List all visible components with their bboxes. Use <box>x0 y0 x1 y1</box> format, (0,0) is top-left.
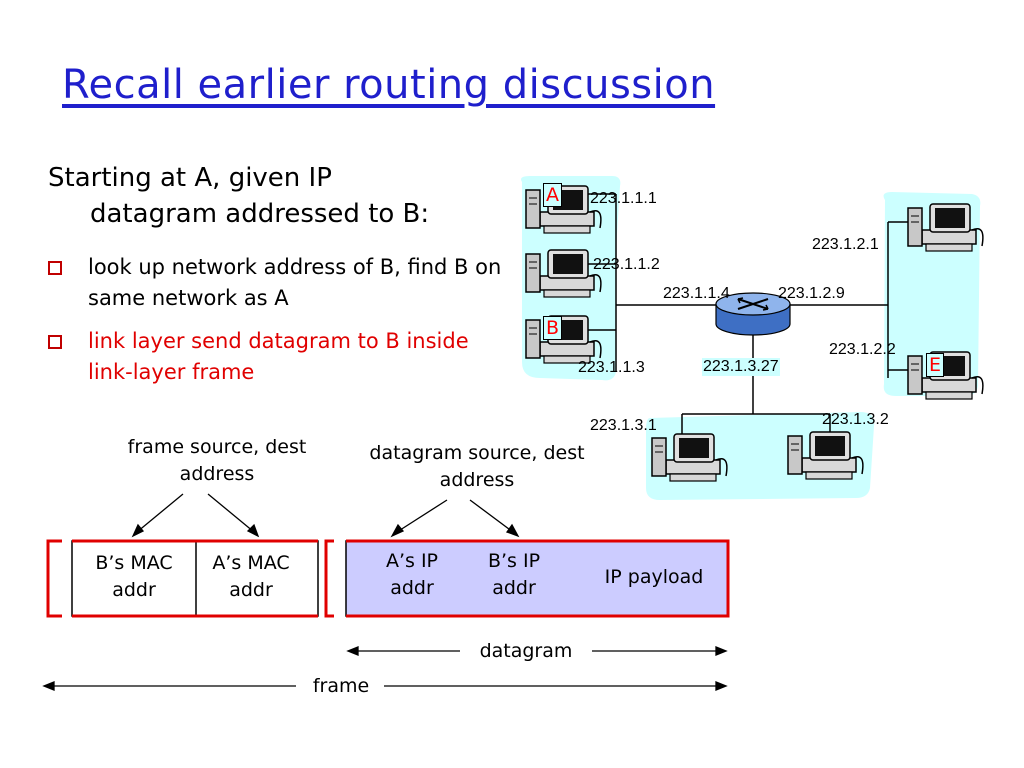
ip-right-top: 223.1.2.1 <box>812 236 879 253</box>
ip-host-b: 223.1.1.3 <box>578 359 645 376</box>
span-arrows <box>42 646 728 691</box>
frame-address-label: frame source, dest address <box>127 436 307 485</box>
router-icon <box>715 292 791 336</box>
ip-router-right: 223.1.2.9 <box>778 285 845 302</box>
network-links <box>576 193 920 436</box>
frame-header-box <box>71 540 319 617</box>
ip-bottom-right: 223.1.3.2 <box>822 411 889 428</box>
frame-diagram <box>46 539 730 618</box>
host-a-label: A <box>543 183 562 207</box>
address-arrows <box>131 493 520 538</box>
bullet-text: link layer send datagram to B inside lin… <box>88 329 469 384</box>
datagram-span-label: datagram <box>479 640 573 662</box>
host-b-label: B <box>543 316 563 340</box>
datagram-address-label: datagram source, dest address <box>369 442 585 491</box>
frame-left-bracket <box>46 539 62 618</box>
ip-bottom-left: 223.1.3.1 <box>590 417 657 434</box>
intro-line-1: Starting at A, given IP <box>48 163 332 193</box>
host-e-label: E <box>926 353 945 377</box>
ip-host-e: 223.1.2.2 <box>829 341 896 358</box>
frame-mid-bracket <box>324 539 334 618</box>
intro-line-2: datagram addressed to B: <box>90 199 430 229</box>
field-b-ip: B’s IP addr <box>487 550 541 599</box>
ip-host-a: 223.1.1.1 <box>590 190 657 207</box>
page-title: Recall earlier routing discussion <box>62 62 716 108</box>
ip-host-2: 223.1.1.2 <box>593 256 660 273</box>
bullet-text: look up network address of B, find B on … <box>88 255 502 310</box>
field-ip-payload: IP payload <box>604 566 704 588</box>
bullet-square-icon <box>48 335 62 349</box>
field-a-ip: A’s IP addr <box>385 550 439 599</box>
datagram-box <box>345 540 729 617</box>
intro-text: Starting at A, given IP datagram address… <box>48 160 518 232</box>
ip-router-bottom: 223.1.3.27 <box>702 358 780 376</box>
field-b-mac: B’s MAC addr <box>95 552 173 601</box>
bullet-square-icon <box>48 261 62 275</box>
ip-router-left: 223.1.1.4 <box>663 285 730 302</box>
field-a-mac: A’s MAC addr <box>212 552 290 601</box>
frame-span-label: frame <box>312 675 370 697</box>
